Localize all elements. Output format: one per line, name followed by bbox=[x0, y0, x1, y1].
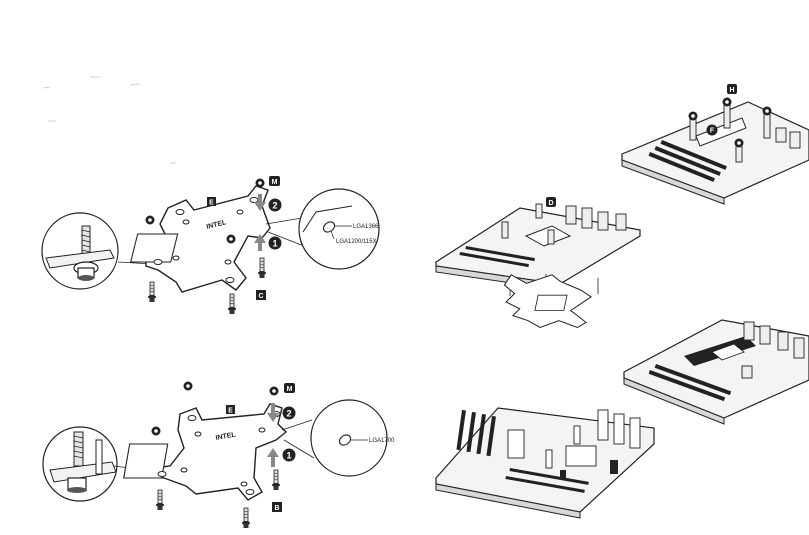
nut-icon bbox=[145, 215, 155, 225]
svg-text:1: 1 bbox=[272, 239, 277, 249]
motherboard-illustration-2: D bbox=[435, 197, 641, 329]
part-label-e-top: E bbox=[207, 197, 216, 207]
backplate-bracket-top: INTEL bbox=[129, 185, 271, 293]
faint-marks bbox=[43, 76, 176, 164]
svg-text:M: M bbox=[287, 386, 293, 393]
screw-icon bbox=[147, 281, 157, 303]
part-label-b: B bbox=[272, 502, 282, 512]
arrow-up-icon bbox=[254, 234, 266, 251]
nut-icon bbox=[734, 138, 744, 148]
nut-icon bbox=[151, 426, 161, 436]
top-bracket-assembly: INTEL E M C bbox=[41, 176, 380, 315]
step-1-badge-top: 1 bbox=[268, 236, 282, 250]
motherboard-illustration-1: H F bbox=[621, 84, 809, 205]
svg-text:2: 2 bbox=[286, 409, 291, 419]
part-label-e-bottom: E bbox=[226, 405, 235, 415]
socket-label-lga1200-115x: LGA1200/115X bbox=[336, 239, 377, 245]
svg-text:E: E bbox=[228, 408, 233, 415]
svg-text:F: F bbox=[710, 128, 715, 135]
nut-icon bbox=[762, 106, 772, 116]
part-label-m-top: M bbox=[269, 176, 280, 186]
socket-label-lga1700: LGA1700 bbox=[369, 438, 395, 444]
nut-icon bbox=[183, 381, 193, 391]
part-label-h: H bbox=[727, 84, 737, 94]
bracket-under-board-icon bbox=[503, 274, 592, 329]
step-1-badge-bottom: 1 bbox=[282, 448, 296, 462]
svg-text:C: C bbox=[258, 293, 263, 300]
arrow-down-icon bbox=[254, 194, 266, 211]
screw-detail-circle-bottom bbox=[42, 426, 147, 502]
nut-icon bbox=[255, 178, 265, 188]
nut-icon bbox=[722, 97, 732, 107]
bracket-brand-label-bottom: INTEL bbox=[215, 431, 237, 442]
part-label-f: F bbox=[706, 124, 718, 136]
step-2-badge-bottom: 2 bbox=[282, 406, 296, 420]
socket-label-lga1366: LGA1366 bbox=[353, 224, 379, 230]
svg-text:B: B bbox=[274, 505, 279, 512]
svg-text:2: 2 bbox=[272, 201, 277, 211]
arrow-up-icon bbox=[267, 448, 279, 467]
screw-icon bbox=[257, 257, 267, 279]
svg-text:1: 1 bbox=[286, 451, 291, 461]
part-label-m-bottom: M bbox=[284, 383, 295, 393]
screw-detail-circle-top bbox=[41, 212, 153, 290]
bottom-bracket-assembly: INTEL E M B 2 bbox=[42, 381, 395, 529]
screw-icon bbox=[241, 507, 251, 529]
motherboard-illustration-4 bbox=[435, 407, 655, 519]
screw-icon bbox=[227, 293, 237, 315]
backplate-bracket-bottom: INTEL bbox=[123, 403, 288, 501]
arrow-down-icon bbox=[267, 403, 279, 422]
screw-icon bbox=[271, 469, 281, 491]
motherboard-illustration-3 bbox=[623, 319, 809, 425]
screw-icon bbox=[155, 489, 165, 511]
svg-text:M: M bbox=[272, 179, 278, 186]
nut-icon bbox=[226, 234, 236, 244]
socket-callout-bottom: LGA1700 bbox=[281, 399, 395, 477]
bracket-brand-label-top: INTEL bbox=[206, 219, 228, 231]
nut-icon bbox=[269, 386, 279, 396]
nut-icon bbox=[688, 111, 698, 121]
step-2-badge-top: 2 bbox=[268, 198, 282, 212]
svg-text:E: E bbox=[209, 200, 214, 207]
svg-text:D: D bbox=[548, 200, 553, 207]
part-label-c: C bbox=[256, 290, 266, 300]
part-label-d: D bbox=[546, 197, 556, 207]
socket-callout-top: LGA1366 LGA1200/115X bbox=[265, 188, 380, 270]
svg-text:H: H bbox=[729, 87, 734, 94]
